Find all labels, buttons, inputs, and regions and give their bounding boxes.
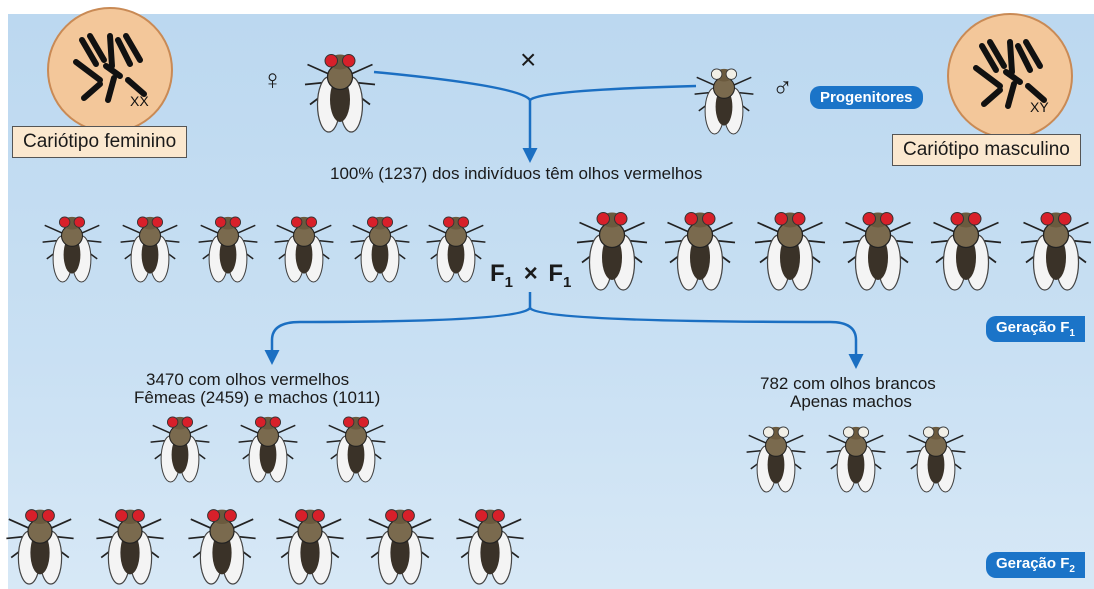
f1-male-fly xyxy=(1021,213,1091,291)
geracao-f1-prefix: Geração F xyxy=(996,319,1069,336)
male-parent-fly xyxy=(695,69,754,134)
f1-result-text: 100% (1237) dos indivíduos têm olhos ver… xyxy=(330,164,702,184)
f2-red-fly xyxy=(151,417,210,482)
karyotype-male-label: Cariótipo masculino xyxy=(892,134,1081,166)
f1-cross-f-left: F xyxy=(490,260,505,287)
f1-female-fly xyxy=(43,217,102,282)
f1-male-fly xyxy=(843,213,913,291)
geracao-f1-tag: Geração F1 xyxy=(986,316,1085,342)
male-symbol: ♂ xyxy=(772,72,793,104)
f2-red-line1: 3470 com olhos vermelhos xyxy=(146,370,349,390)
f2-white-fly xyxy=(827,427,886,492)
f1-male-fly xyxy=(755,213,825,291)
f2-white-fly xyxy=(747,427,806,492)
f2-red-fly xyxy=(96,510,163,584)
f2-red-fly xyxy=(456,510,523,584)
f2-white-arrow xyxy=(530,308,856,366)
karyotype-female-circle: XX xyxy=(48,8,172,132)
geracao-f2-sub: 2 xyxy=(1069,564,1075,575)
geracao-f1-sub: 1 xyxy=(1069,328,1075,339)
geracao-f2-prefix: Geração F xyxy=(996,555,1069,572)
female-parent-fly xyxy=(305,55,375,133)
f1-female-fly xyxy=(275,217,334,282)
progenitores-tag: Progenitores xyxy=(810,86,923,109)
f1-male-fly xyxy=(577,213,647,291)
f2-red-fly xyxy=(239,417,298,482)
f1-female-fly xyxy=(427,217,486,282)
f1-cross-label: F1 × F1 xyxy=(490,260,571,291)
f1-female-fly xyxy=(199,217,258,282)
f2-white-fly xyxy=(907,427,966,492)
f1-female-fly xyxy=(121,217,180,282)
f2-red-arrow xyxy=(272,292,530,362)
f1-cross-sub-left: 1 xyxy=(505,274,513,291)
cross-symbol: × xyxy=(520,44,536,76)
f2-red-fly xyxy=(327,417,386,482)
f1-cross-times: × xyxy=(524,260,538,287)
geracao-f2-tag: Geração F2 xyxy=(986,552,1085,578)
karyotype-male-circle-chrom: XY xyxy=(1030,99,1049,115)
karyotype-male-circle: XY xyxy=(948,14,1072,138)
f1-cross-f-right: F xyxy=(548,260,563,287)
parent-cross-arrow xyxy=(374,72,696,160)
f1-cross-sub-right: 1 xyxy=(563,274,571,291)
f2-red-fly xyxy=(188,510,255,584)
f2-red-line2: Fêmeas (2459) e machos (1011) xyxy=(134,388,380,408)
f2-white-line1: 782 com olhos brancos xyxy=(760,374,936,394)
f1-male-fly xyxy=(665,213,735,291)
f2-red-fly xyxy=(366,510,433,584)
f2-white-line2: Apenas machos xyxy=(790,392,912,412)
f2-red-fly xyxy=(6,510,73,584)
female-symbol: ♀ xyxy=(262,64,283,96)
f2-red-fly xyxy=(276,510,343,584)
karyotype-female-circle-chrom: XX xyxy=(130,93,149,109)
karyotype-female-label: Cariótipo feminino xyxy=(12,126,187,158)
f1-female-fly xyxy=(351,217,410,282)
f1-male-fly xyxy=(931,213,1001,291)
